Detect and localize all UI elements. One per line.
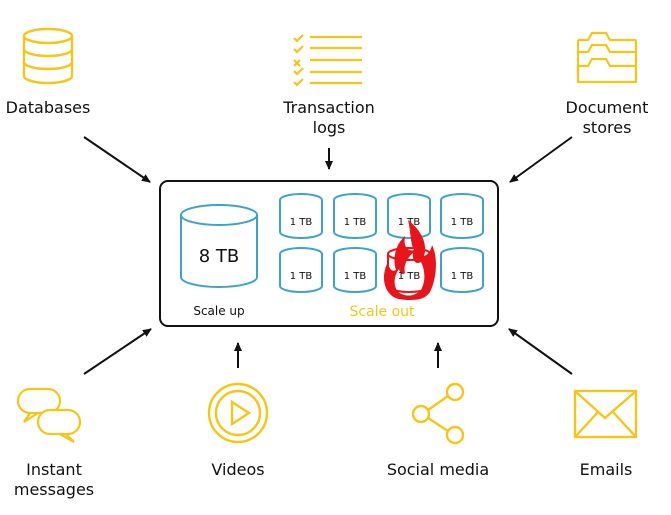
document-stores-line1: Document	[565, 98, 649, 117]
label-social-media: Social media	[378, 460, 498, 480]
arrow-databases	[83, 136, 151, 183]
folders-icon	[576, 31, 638, 84]
videos-label: Videos	[211, 460, 265, 479]
label-document-stores: Document stores	[552, 98, 662, 138]
databases-label: Databases	[5, 98, 91, 117]
instant-messages-line1: Instant	[26, 460, 82, 479]
envelope-icon	[573, 389, 638, 439]
label-instant-messages: Instant messages	[6, 460, 102, 500]
arrow-instant-messages	[83, 328, 152, 375]
label-databases: Databases	[0, 98, 96, 118]
arrows	[83, 136, 573, 375]
node-capacity-label: 1 TB	[451, 271, 474, 282]
chat-bubbles-icon	[16, 387, 82, 443]
social-media-label: Social media	[386, 460, 490, 479]
database-icon	[22, 27, 74, 85]
scale-up-label: Scale up	[193, 304, 244, 318]
transaction-logs-line2: logs	[312, 118, 346, 137]
play-icon	[207, 382, 269, 444]
node-capacity-label: 1 TB	[451, 217, 474, 228]
scale-up-cylinder	[180, 204, 258, 288]
arrow-emails	[508, 328, 573, 375]
node-cylinder: 1 TB	[333, 193, 377, 239]
node-cylinder: 1 TB	[440, 247, 484, 293]
node-cylinder: 1 TB	[333, 247, 377, 293]
scale-out-label: Scale out	[349, 304, 415, 320]
node-capacity-label: 1 TB	[290, 271, 313, 282]
instant-messages-line2: messages	[13, 480, 95, 499]
node-cylinder: 1 TB	[440, 193, 484, 239]
node-capacity-label: 1 TB	[344, 271, 367, 282]
node-capacity-label: 1 TB	[398, 271, 421, 282]
node-cylinder: 1 TB	[387, 193, 431, 239]
label-transaction-logs: Transaction logs	[269, 98, 389, 138]
document-stores-line2: stores	[582, 118, 632, 137]
checklist-icon	[293, 34, 362, 87]
failed-node-cylinder: 1 TB	[387, 247, 431, 293]
node-capacity-label: 1 TB	[344, 217, 367, 228]
node-cylinder: 1 TB	[279, 193, 323, 239]
scale-out-nodes: 1 TB 1 TB 1 TB 1 TB 1 TB 1 TB 1 TB	[279, 193, 484, 293]
scale-up-capacity: 8 TB	[199, 246, 240, 267]
node-cylinder: 1 TB	[279, 247, 323, 293]
label-videos: Videos	[188, 460, 288, 480]
failed-node: 1 TB	[387, 247, 431, 293]
arrow-document-stores	[509, 136, 573, 183]
emails-label: Emails	[579, 460, 633, 479]
transaction-logs-line1: Transaction	[283, 98, 375, 117]
node-capacity-label: 1 TB	[290, 217, 313, 228]
label-emails: Emails	[561, 460, 651, 480]
share-icon	[411, 382, 465, 445]
